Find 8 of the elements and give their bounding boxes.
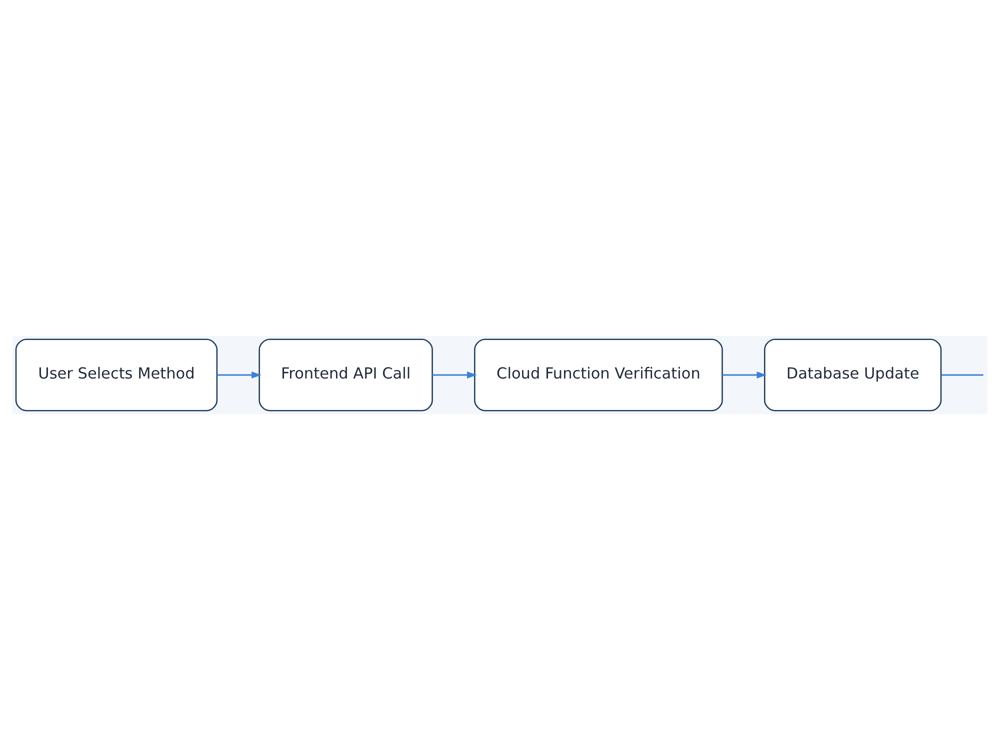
node-box: Cloud Function Verification [474, 338, 723, 412]
connector [941, 374, 984, 376]
arrow [722, 372, 767, 378]
node-box: Database Update [764, 338, 942, 412]
node-box: Frontend API Call [258, 338, 433, 412]
node-box: User Selects Method [15, 338, 218, 412]
arrow [217, 372, 262, 378]
arrow [432, 372, 477, 378]
